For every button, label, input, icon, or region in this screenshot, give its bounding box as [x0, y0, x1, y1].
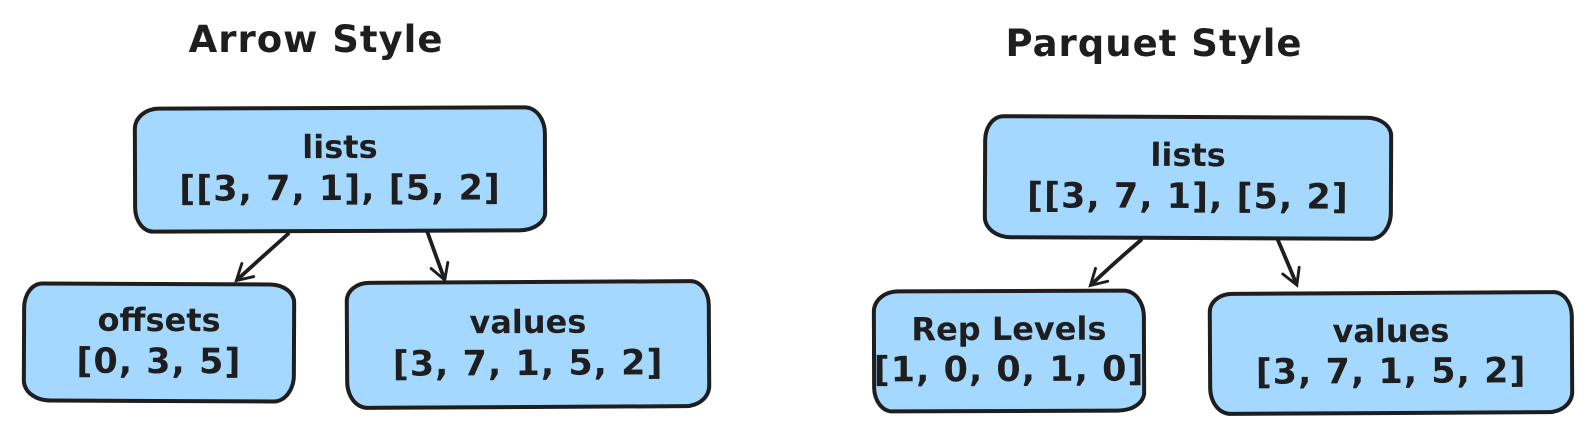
panel-title-parquet-style: Parquet Style — [1005, 22, 1303, 65]
node-rep-levels: Rep Levels [1, 0, 0, 1, 0] — [871, 288, 1147, 414]
node-value: [0, 3, 5] — [76, 341, 242, 383]
node-label: Rep Levels — [911, 309, 1107, 349]
node-values-parquet-style: values [3, 7, 1, 5, 2] — [1207, 290, 1575, 416]
node-values-arrow-style: values [3, 7, 1, 5, 2] — [344, 279, 712, 410]
node-label: values — [469, 303, 587, 342]
arrow-lists-to-values-arrow-style — [425, 229, 450, 283]
node-lists-parquet-style: lists [[3, 7, 1], [5, 2] — [982, 114, 1394, 241]
panel-title-arrow-style: Arrow Style — [188, 18, 444, 61]
node-label: lists — [302, 128, 378, 167]
node-value: [[3, 7, 1], [5, 2] — [1026, 176, 1349, 218]
node-label: values — [1332, 311, 1450, 351]
node-value: [[3, 7, 1], [5, 2] — [179, 168, 501, 210]
arrow-lists-to-offsets — [234, 232, 290, 283]
node-value: [3, 7, 1, 5, 2] — [1255, 351, 1527, 394]
node-value: [3, 7, 1, 5, 2] — [392, 343, 664, 385]
node-lists-arrow-style: lists [[3, 7, 1], [5, 2] — [132, 105, 548, 234]
node-value: [1, 0, 0, 1, 0] — [873, 349, 1145, 391]
node-offsets: offsets [0, 3, 5] — [21, 281, 297, 404]
node-label: offsets — [97, 301, 221, 340]
arrow-lists-to-rep-levels — [1088, 238, 1143, 288]
node-label: lists — [1150, 136, 1226, 175]
arrow-lists-to-values-parquet-style — [1275, 236, 1301, 288]
